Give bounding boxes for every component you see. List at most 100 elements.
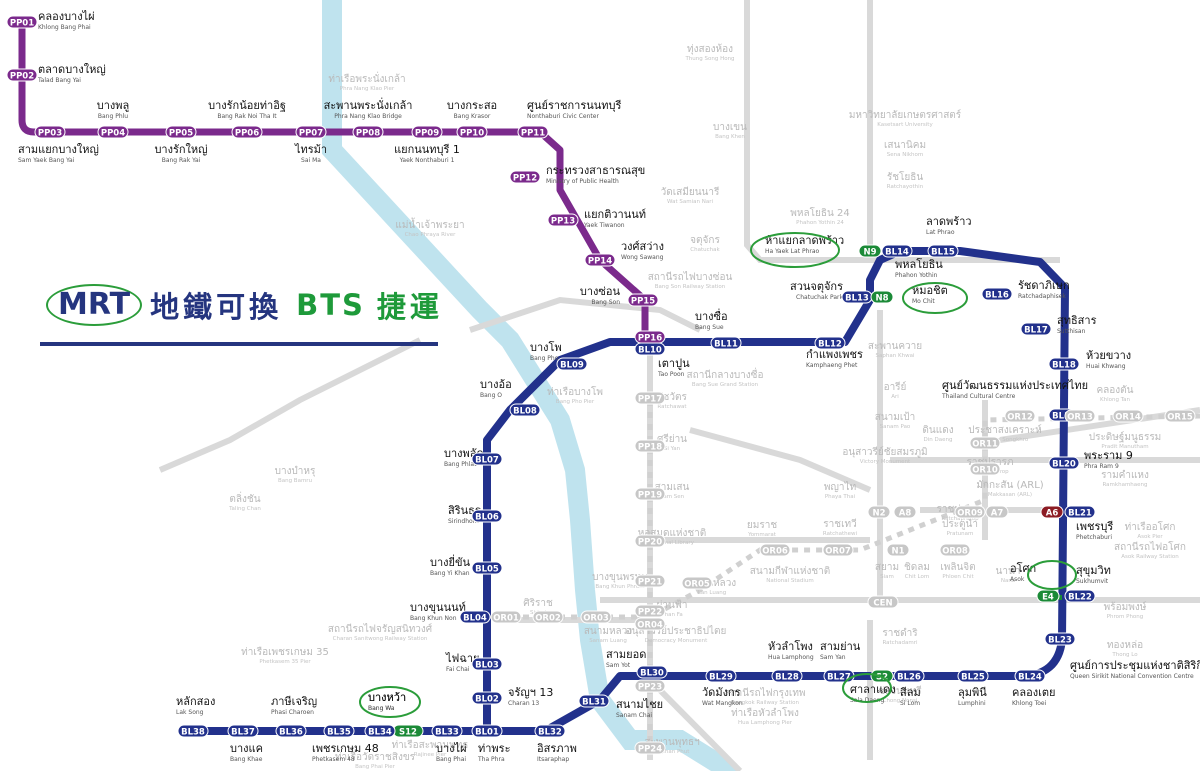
station-badge-or07[interactable]: OR07	[822, 543, 854, 557]
station-badge-bl12[interactable]: BL12	[814, 336, 846, 350]
station-badge-cen[interactable]: CEN	[867, 595, 899, 609]
station-badge-bl25[interactable]: BL25	[957, 669, 989, 683]
station-badge-pp24[interactable]: PP24	[634, 741, 666, 755]
station-badge-bl07[interactable]: BL07	[471, 452, 503, 466]
station-badge-bl15[interactable]: BL15	[927, 244, 959, 258]
station-badge-s12[interactable]: S12	[392, 724, 424, 738]
station-badge-n9[interactable]: N9	[858, 244, 882, 258]
station-badge-bl34[interactable]: BL34	[364, 724, 396, 738]
station-badge-or14[interactable]: OR14	[1112, 409, 1144, 423]
station-badge-n8[interactable]: N8	[870, 290, 894, 304]
station-badge-a7[interactable]: A7	[985, 505, 1009, 519]
station-name-en-bl30: Sam Yot	[606, 662, 631, 669]
station-badge-or06[interactable]: OR06	[759, 543, 791, 557]
station-badge-or11[interactable]: OR11	[969, 436, 1001, 450]
station-badge-bl08[interactable]: BL08	[509, 403, 541, 417]
station-badge-or04[interactable]: OR04	[634, 617, 666, 631]
station-badge-pp17[interactable]: PP17	[634, 391, 666, 405]
station-code-pp02: PP02	[10, 72, 34, 82]
station-badge-bl21[interactable]: BL21	[1064, 505, 1096, 519]
station-badge-bl35[interactable]: BL35	[323, 724, 355, 738]
station-badge-bl31[interactable]: BL31	[578, 694, 610, 708]
station-badge-bl20[interactable]: BL20	[1048, 456, 1080, 470]
station-badge-bl26[interactable]: BL26	[893, 669, 925, 683]
station-badge-pp01[interactable]: PP01	[6, 15, 38, 29]
station-badge-bl05[interactable]: BL05	[471, 561, 503, 575]
station-badge-bl06[interactable]: BL06	[471, 509, 503, 523]
station-badge-pp05[interactable]: PP05	[165, 125, 197, 139]
station-badge-pp13[interactable]: PP13	[547, 213, 579, 227]
station-badge-bl28[interactable]: BL28	[771, 669, 803, 683]
station-badge-bl13[interactable]: BL13	[841, 290, 873, 304]
station-badge-pp16[interactable]: PP16	[634, 330, 666, 344]
station-badge-pp21[interactable]: PP21	[634, 574, 666, 588]
station-badge-or15[interactable]: OR15	[1164, 409, 1196, 423]
station-badge-bl29[interactable]: BL29	[705, 669, 737, 683]
station-badge-pp04[interactable]: PP04	[97, 125, 129, 139]
station-badge-or05[interactable]: OR05	[681, 576, 713, 590]
station-badge-bl09[interactable]: BL09	[556, 357, 588, 371]
station-code-bl21: BL21	[1068, 509, 1092, 519]
station-name-en-bl06: Sirindhorn	[448, 518, 479, 525]
station-code-or13: OR13	[1067, 413, 1093, 423]
station-badge-pp11[interactable]: PP11	[517, 125, 549, 139]
station-badge-pp10[interactable]: PP10	[456, 125, 488, 139]
station-badge-bl27[interactable]: BL27	[823, 669, 855, 683]
station-badge-pp07[interactable]: PP07	[295, 125, 327, 139]
station-badge-bl36[interactable]: BL36	[275, 724, 307, 738]
station-badge-n1[interactable]: N1	[886, 543, 910, 557]
station-badge-bl14[interactable]: BL14	[881, 244, 913, 258]
station-badge-n2[interactable]: N2	[867, 505, 891, 519]
station-badge-bl16[interactable]: BL16	[981, 287, 1013, 301]
station-badge-or12[interactable]: OR12	[1004, 409, 1036, 423]
station-badge-bl37[interactable]: BL37	[227, 724, 259, 738]
station-badge-pp12[interactable]: PP12	[509, 170, 541, 184]
station-badge-pp14[interactable]: PP14	[584, 253, 616, 267]
station-badge-pp19[interactable]: PP19	[634, 487, 666, 501]
station-badge-pp18[interactable]: PP18	[634, 439, 666, 453]
station-name-en-pp05: Bang Rak Yai	[162, 157, 201, 164]
station-badge-or02[interactable]: OR02	[532, 610, 564, 624]
station-badge-a6[interactable]: A6	[1040, 505, 1064, 519]
station-badge-pp23[interactable]: PP23	[634, 679, 666, 693]
station-badge-bl22[interactable]: BL22	[1064, 589, 1096, 603]
station-badge-pp22[interactable]: PP22	[634, 604, 666, 618]
station-badge-or09[interactable]: OR09	[954, 505, 986, 519]
station-badge-pp09[interactable]: PP09	[411, 125, 443, 139]
station-badge-bl38[interactable]: BL38	[177, 724, 209, 738]
station-badge-bl17[interactable]: BL17	[1020, 322, 1052, 336]
station-badge-bl18[interactable]: BL18	[1048, 357, 1080, 371]
station-badge-or13[interactable]: OR13	[1064, 409, 1096, 423]
station-badge-or10[interactable]: OR10	[969, 462, 1001, 476]
station-badge-or03[interactable]: OR03	[580, 610, 612, 624]
station-badge-pp08[interactable]: PP08	[352, 125, 384, 139]
station-badge-or08[interactable]: OR08	[939, 543, 971, 557]
station-name-en-n8: Mo Chit	[912, 298, 935, 305]
station-badge-bl23[interactable]: BL23	[1044, 632, 1076, 646]
background-label-bgk_talat_phlu: ตลิ่งชัน	[229, 491, 260, 505]
station-badge-bl30[interactable]: BL30	[636, 665, 668, 679]
station-badge-bl33[interactable]: BL33	[431, 724, 463, 738]
station-label-pp02: ตลาดบางใหญ่Talad Bang Yai	[37, 63, 106, 84]
station-badge-bl32[interactable]: BL32	[534, 724, 566, 738]
station-badge-pp06[interactable]: PP06	[231, 125, 263, 139]
background-label-en-bgk_kasetsart: Kasetsart University	[877, 122, 933, 128]
station-badge-bl01[interactable]: BL01	[471, 724, 503, 738]
station-badge-bl04[interactable]: BL04	[459, 610, 491, 624]
station-badge-pp15[interactable]: PP15	[627, 293, 659, 307]
station-badge-or01[interactable]: OR01	[490, 610, 522, 624]
station-badge-bl11[interactable]: BL11	[710, 336, 742, 350]
station-name-en-bl27: Sam Yan	[820, 654, 846, 661]
station-badge-bl02[interactable]: BL02	[471, 691, 503, 705]
station-badge-a8[interactable]: A8	[893, 505, 917, 519]
station-badge-pp20[interactable]: PP20	[634, 534, 666, 548]
station-code-pp15: PP15	[631, 297, 655, 307]
station-badge-e4[interactable]: E4	[1036, 589, 1060, 603]
station-badge-bl03[interactable]: BL03	[471, 657, 503, 671]
station-badge-bl10[interactable]: BL10	[634, 342, 666, 356]
interchange-ring-5	[359, 686, 421, 718]
station-badge-pp02[interactable]: PP02	[6, 68, 38, 82]
station-badge-pp03[interactable]: PP03	[34, 125, 66, 139]
station-badge-bl24[interactable]: BL24	[1014, 669, 1046, 683]
